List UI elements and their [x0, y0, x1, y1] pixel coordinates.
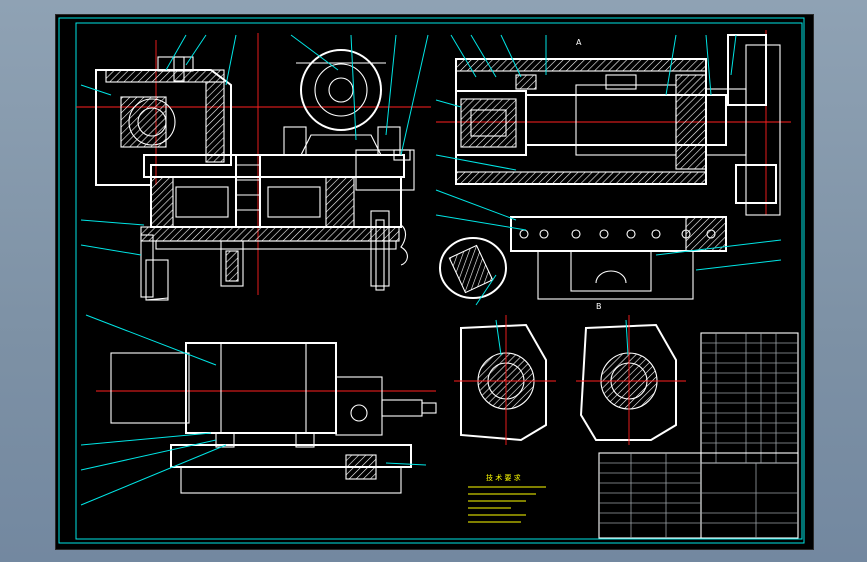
drawing-canvas: 技 术 要 求 A B — [58, 17, 805, 544]
notes-heading: 技 术 要 求 — [486, 473, 521, 482]
section-label-b: B — [596, 302, 602, 311]
motor-view — [96, 342, 437, 494]
section-label-a: A — [576, 38, 582, 47]
cad-drawing-viewport[interactable]: 技 术 要 求 A B — [55, 14, 814, 550]
spindle-section-view — [436, 30, 791, 300]
parts-list-table — [700, 332, 799, 464]
chuck-views — [454, 315, 686, 445]
title-block — [598, 452, 799, 539]
leader-lines — [80, 34, 782, 506]
technical-requirements: 技 术 要 求 — [468, 473, 546, 523]
front-section-view — [76, 33, 431, 301]
sheet-border — [58, 17, 805, 544]
